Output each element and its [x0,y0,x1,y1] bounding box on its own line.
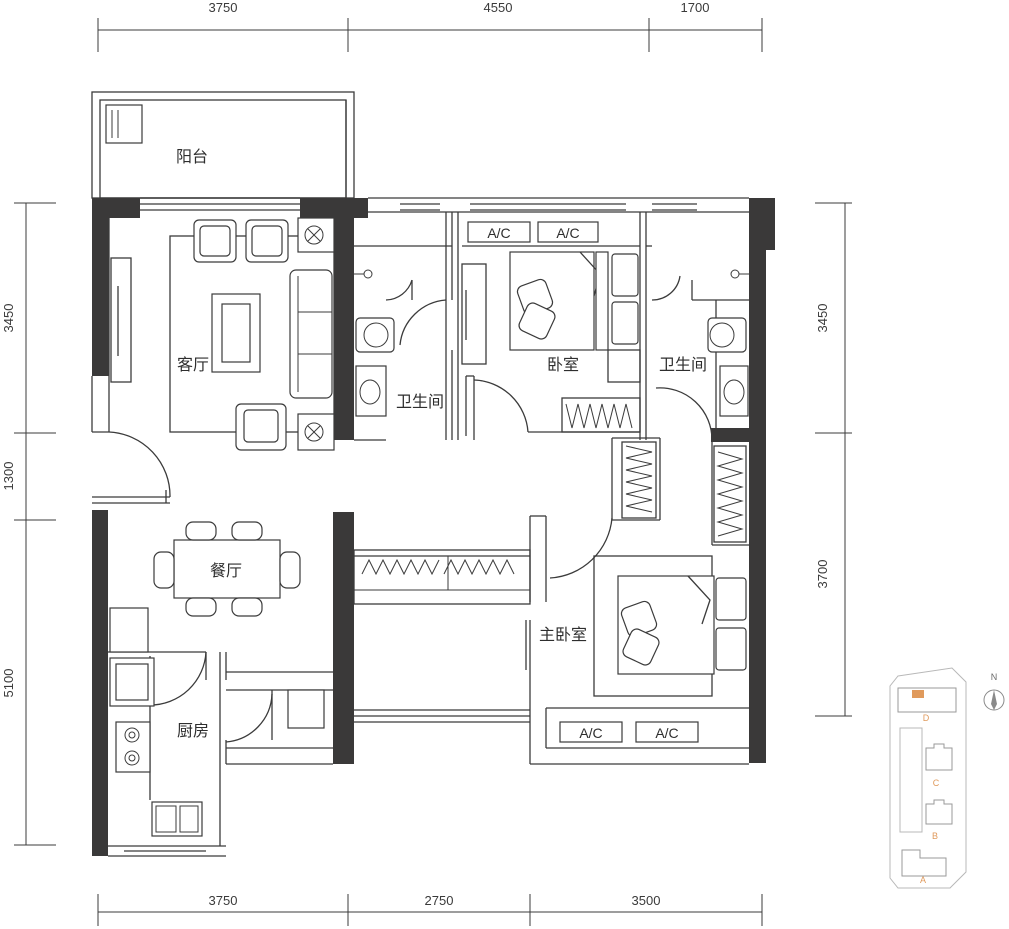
label-dining-room: 餐厅 [210,561,242,580]
dim-top-1: 3750 [209,0,238,15]
label-bathroom-1: 卫生间 [396,392,444,411]
walls [92,198,775,856]
balcony [91,91,355,199]
site-highlight [912,690,924,698]
stove-icon [115,721,151,773]
dim-bottom-2: 2750 [425,893,454,908]
site-map: D C B A N [889,667,1005,889]
ac-units: A/C A/C A/C A/C [467,221,699,743]
ac-label-master-2: A/C [655,725,678,741]
kitchen-fixtures [109,607,325,837]
dim-top-3: 1700 [681,0,710,15]
site-building-b: B [932,831,938,841]
label-bedroom: 卧室 [547,355,579,374]
ac-label-bedroom-2: A/C [556,225,579,241]
dimension-left: 3450 1300 5100 [1,202,56,846]
doors [108,275,713,743]
dim-left-2: 1300 [1,462,16,491]
dim-bottom-3: 3500 [632,893,661,908]
label-living-room: 客厅 [177,355,209,374]
compass-icon: N [983,672,1005,711]
sink-icon [355,365,387,417]
dim-left-3: 5100 [1,669,16,698]
compass-north-label: N [991,672,998,682]
washing-machine-icon [105,104,143,144]
bathroom-2-fixtures [707,269,749,417]
bedroom-wardrobe-hangers [565,403,633,429]
master-bedroom-furniture [593,555,747,697]
living-room-furniture [169,217,335,451]
dimension-right: 3450 3700 [815,202,852,717]
label-master-bedroom: 主卧室 [539,625,587,644]
dim-top-2: 4550 [484,0,513,15]
dim-right-1: 3450 [815,304,830,333]
ac-label-master-1: A/C [579,725,602,741]
lamp-icon [297,217,335,253]
label-bathroom-2: 卫生间 [659,355,707,374]
dimension-top: 3750 4550 1700 [97,0,763,52]
bedroom-furniture [461,251,641,433]
label-kitchen: 厨房 [177,721,209,740]
dining-furniture [153,521,301,617]
dimension-bottom: 3750 2750 3500 [97,893,763,926]
bathroom-1-fixtures [354,269,395,417]
dim-bottom-1: 3750 [209,893,238,908]
kitchen-sink-icon [151,801,203,837]
label-balcony: 阳台 [176,147,208,166]
room-labels: 阳台 客厅 卫生间 卧室 卫生间 餐厅 主卧室 厨房 [176,147,707,740]
site-building-c: C [933,778,940,788]
shower-icon [363,269,373,279]
wardrobes [354,441,747,591]
site-building-d: D [923,713,930,723]
site-building-a: A [920,875,926,885]
ac-label-bedroom-1: A/C [487,225,510,241]
dim-right-2: 3700 [815,560,830,589]
dim-left-1: 3450 [1,304,16,333]
